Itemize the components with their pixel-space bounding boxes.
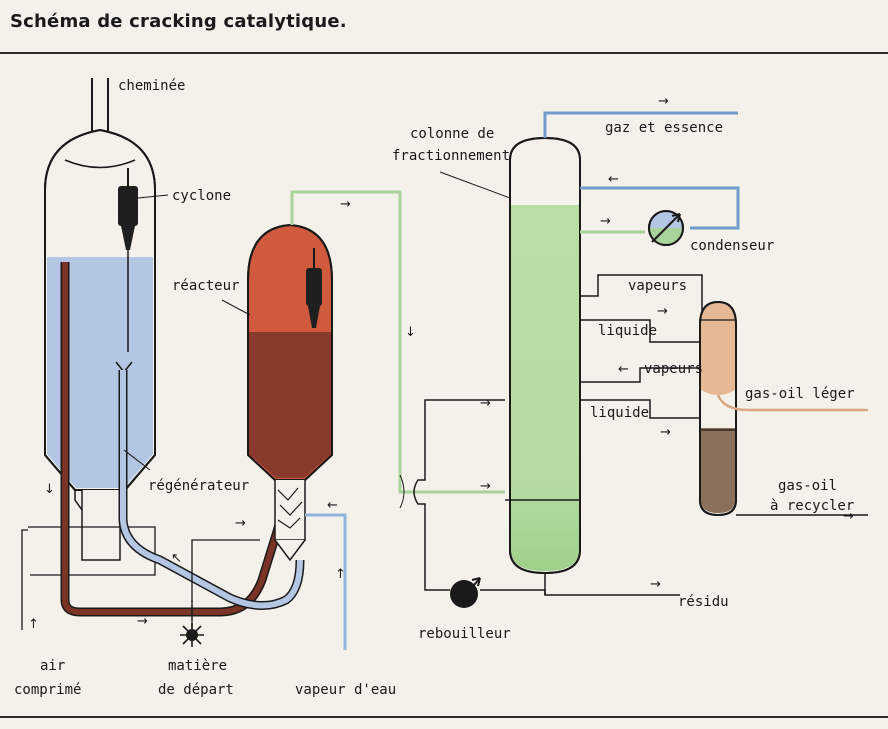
label-matiere: matière <box>168 658 227 674</box>
flow-arrows: → → ← ↖ → ↓ ↑ ↓ ↑ → ← → → ← → → → → → <box>28 94 854 632</box>
svg-text:→: → <box>480 396 491 411</box>
label-gasoil-leger: gas-oil léger <box>745 386 855 402</box>
label-gasoil: gas-oil <box>778 478 837 494</box>
svg-text:→: → <box>658 94 669 109</box>
label-fractionnement: fractionnement <box>392 148 510 164</box>
top-rule <box>0 52 888 54</box>
label-liquide-2: liquide <box>590 405 649 421</box>
svg-text:→: → <box>650 577 661 592</box>
page-title: Schéma de cracking catalytique. <box>10 11 347 32</box>
reactor <box>247 223 333 562</box>
reboiler-loop <box>413 399 680 596</box>
svg-text:→: → <box>480 479 491 494</box>
condenser-icon <box>648 210 684 246</box>
label-residu: résidu <box>678 594 729 610</box>
label-comprime: comprimé <box>14 682 81 698</box>
svg-text:↑: ↑ <box>28 617 39 632</box>
label-a-recycler: à recycler <box>770 498 854 514</box>
svg-text:↑: ↑ <box>335 567 346 582</box>
steam-line <box>305 513 347 650</box>
svg-text:←: ← <box>608 172 619 187</box>
stripper-vessel <box>699 300 737 517</box>
label-vapeurs-1: vapeurs <box>628 278 687 294</box>
label-cyclone: cyclone <box>172 188 231 204</box>
fractionation-column <box>509 136 581 595</box>
label-liquide-1: liquide <box>598 323 657 339</box>
label-cheminee: cheminée <box>118 78 185 94</box>
label-de-depart: de départ <box>158 682 234 698</box>
gas-gasoline-line <box>543 111 738 138</box>
svg-text:←: ← <box>618 362 629 377</box>
condenser-loop <box>580 186 740 234</box>
svg-text:→: → <box>843 509 854 524</box>
label-air: air <box>40 658 65 674</box>
label-gaz-essence: gaz et essence <box>605 120 723 136</box>
label-regenerateur: régénérateur <box>148 478 249 494</box>
svg-text:↓: ↓ <box>44 482 55 497</box>
svg-text:→: → <box>660 425 671 440</box>
bottom-rule <box>0 716 888 718</box>
light-gasoil-line <box>716 394 868 412</box>
reboiler-icon <box>450 577 481 608</box>
label-vapeur-eau: vapeur d'eau <box>295 682 396 698</box>
label-vapeurs-2: vapeurs <box>644 361 703 377</box>
catalyst-transfer-pipe <box>60 262 305 617</box>
svg-text:←: ← <box>327 498 338 513</box>
svg-text:→: → <box>137 614 148 629</box>
svg-text:→: → <box>600 214 611 229</box>
svg-text:↖: ↖ <box>171 551 182 566</box>
reactor-vapor-line <box>290 190 505 494</box>
svg-text:→: → <box>657 304 668 319</box>
label-reacteur: réacteur <box>172 278 239 294</box>
svg-text:→: → <box>235 516 246 531</box>
svg-text:→: → <box>340 197 351 212</box>
label-condenseur: condenseur <box>690 238 774 254</box>
feed-line <box>180 539 260 647</box>
svg-text:↓: ↓ <box>405 325 416 340</box>
feed-pump-icon <box>180 623 204 647</box>
label-colonne: colonne de <box>410 126 494 142</box>
label-rebouilleur: rebouilleur <box>418 626 511 642</box>
